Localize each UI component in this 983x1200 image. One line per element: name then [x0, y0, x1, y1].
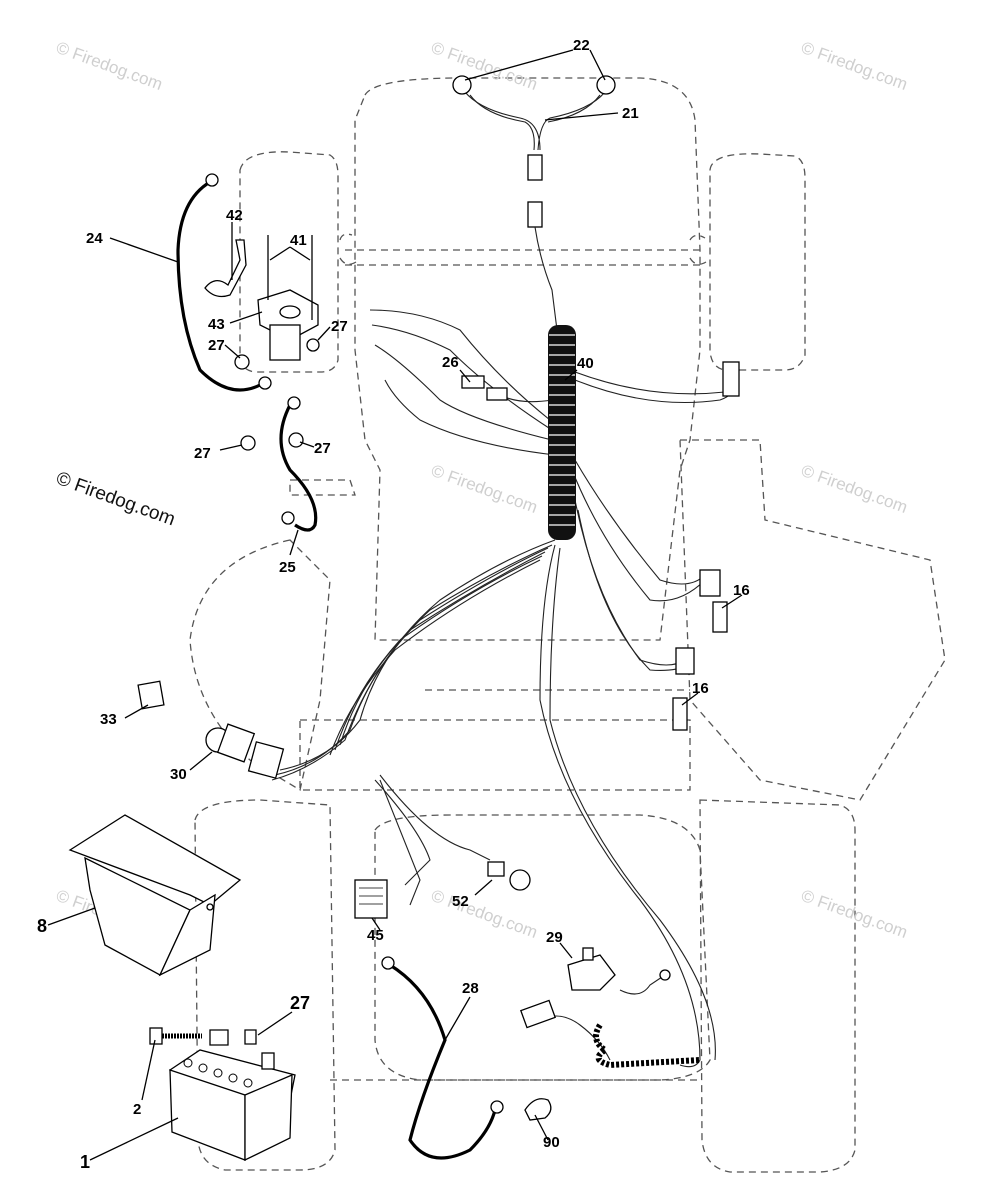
ignition-switch: [205, 723, 285, 779]
watermarks: © Firedog.com © Firedog.com © Firedog.co…: [53, 38, 910, 942]
callout-16-a: 16: [733, 582, 750, 599]
callout-30: 30: [170, 766, 187, 783]
battery-bolt: [149, 1027, 257, 1046]
callout-27-e: 27: [290, 993, 310, 1013]
callout-40: 40: [577, 355, 594, 372]
callout-25: 25: [279, 559, 296, 576]
callout-33: 33: [100, 711, 117, 728]
callout-27-a: 27: [208, 337, 225, 354]
battery: [168, 1049, 296, 1162]
nut-27-c: [240, 435, 256, 451]
callout-28: 28: [462, 980, 479, 997]
callout-21: 21: [622, 105, 639, 122]
watermark-mid-center: © Firedog.com: [429, 461, 540, 517]
nut-27-d: [288, 432, 304, 448]
callout-43: 43: [208, 316, 225, 333]
watermark-primary: © Firedog.com: [53, 468, 178, 530]
callout-8: 8: [37, 916, 47, 936]
callout-52: 52: [452, 893, 469, 910]
main-harness-wires: [271, 309, 739, 1068]
watermark-top-right: © Firedog.com: [799, 38, 910, 94]
callout-26: 26: [442, 354, 459, 371]
connector-right-upper: [722, 361, 740, 397]
watermark-low-center: © Firedog.com: [429, 886, 540, 942]
clutch-switch-29: [567, 947, 616, 991]
watermark-mid-right: © Firedog.com: [799, 461, 910, 517]
callout-29: 29: [546, 929, 563, 946]
watermark-top-left: © Firedog.com: [54, 38, 165, 94]
relay-45: [354, 879, 388, 919]
callout-27-b: 27: [331, 318, 348, 335]
callout-2: 2: [133, 1101, 141, 1118]
callout-24: 24: [86, 230, 103, 247]
callout-1: 1: [80, 1152, 90, 1172]
battery-box: [68, 814, 242, 977]
headlight-connector: [527, 154, 543, 181]
pto-coil-cord: [519, 969, 701, 1069]
headlight-right: [596, 75, 616, 95]
callout-leaders: [47, 49, 743, 1161]
callout-45: 45: [367, 927, 384, 944]
headlight-harness: [452, 75, 616, 331]
callout-90: 90: [543, 1134, 560, 1151]
callout-27-d: 27: [314, 440, 331, 457]
solenoid-assembly: [204, 235, 320, 451]
connector-16-upper: [699, 569, 728, 633]
tractor-outline: [189, 77, 946, 1173]
ignition-plug-33: [137, 680, 165, 710]
watermark-low-right: © Firedog.com: [799, 886, 910, 942]
nut-27-b: [306, 338, 320, 352]
callout-42: 42: [226, 207, 243, 224]
terminal-boot-90: [524, 1098, 552, 1121]
callout-22: 22: [573, 37, 590, 54]
battery-cable-25: [279, 396, 318, 532]
light-52: [487, 861, 531, 891]
callout-41: 41: [290, 232, 307, 249]
harness-conduit: [548, 325, 576, 540]
callout-labels: 22 21 24 42 41 43 27 27 27 27 25 26 40 1…: [37, 37, 750, 1172]
nut-27-a: [234, 354, 250, 370]
callout-16-b: 16: [692, 680, 709, 697]
battery-cable-28: [381, 956, 504, 1160]
battery-cable-24: [176, 173, 272, 392]
headlight-left: [452, 75, 472, 95]
watermark-top-center: © Firedog.com: [429, 38, 540, 94]
callout-27-c: 27: [194, 445, 211, 462]
terminal-boot-42: [204, 239, 247, 298]
connector-16-lower: [672, 647, 695, 731]
